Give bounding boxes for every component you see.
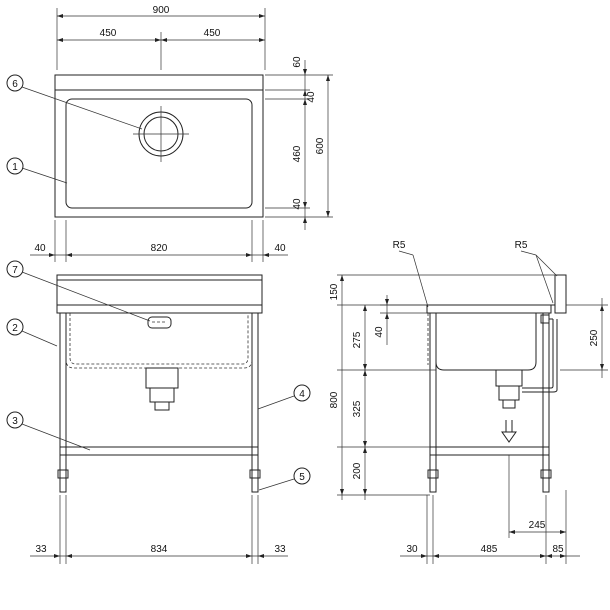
dim-side-325: 325 xyxy=(352,400,363,417)
dim-side-800: 800 xyxy=(329,391,340,408)
dim-top-width: 900 xyxy=(153,5,170,16)
dim-right-40-upper: 40 xyxy=(306,91,317,103)
dim-front-right-33: 33 xyxy=(274,544,286,555)
callout-5: 5 xyxy=(299,472,305,483)
dim-side-245: 245 xyxy=(529,520,546,531)
callout-1: 1 xyxy=(12,162,18,173)
callout-6: 6 xyxy=(12,79,18,90)
callout-7: 7 xyxy=(12,265,18,276)
dim-side-85: 85 xyxy=(552,544,564,555)
dim-side-250: 250 xyxy=(589,329,600,346)
dim-front-left-33: 33 xyxy=(35,544,47,555)
top-bowl-outline xyxy=(65,98,253,209)
front-view: 40 820 40 xyxy=(6,220,311,564)
dim-front-834: 834 xyxy=(151,544,168,555)
top-outer-outline xyxy=(54,74,264,218)
dim-front-right-40: 40 xyxy=(274,243,286,254)
callout-2: 2 xyxy=(12,323,18,334)
top-view: 900 450 450 xyxy=(6,5,333,230)
callout-4: 4 xyxy=(299,389,305,400)
dim-side-485: 485 xyxy=(481,544,498,555)
drain-arrow xyxy=(501,420,517,443)
dim-side-275: 275 xyxy=(352,331,363,348)
dim-right-60: 60 xyxy=(292,56,303,68)
front-bowl-hidden xyxy=(65,313,253,369)
dim-right-600: 600 xyxy=(315,137,326,154)
radius-left-label: R5 xyxy=(393,240,406,251)
dim-top-half-right: 450 xyxy=(204,28,221,39)
dim-side-200: 200 xyxy=(352,462,363,479)
dim-right-40-lower: 40 xyxy=(292,198,303,210)
radius-right-label: R5 xyxy=(515,240,528,251)
dim-top-half-left: 450 xyxy=(100,28,117,39)
dim-front-left-40: 40 xyxy=(34,243,46,254)
dim-side-150: 150 xyxy=(329,283,340,300)
dim-side-30: 30 xyxy=(406,544,418,555)
dim-right-460: 460 xyxy=(292,145,303,162)
dim-front-820: 820 xyxy=(151,243,168,254)
dim-side-inner-40: 40 xyxy=(374,326,385,338)
callout-3: 3 xyxy=(12,416,18,427)
drain-symbol xyxy=(133,106,189,162)
side-view: R5 R5 150 800 275 325 200 40 xyxy=(329,240,608,564)
